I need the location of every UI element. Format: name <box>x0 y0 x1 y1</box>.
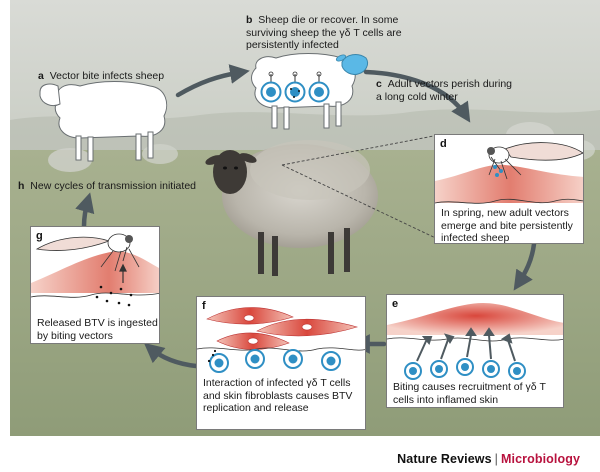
footer: Nature Reviews|Microbiology <box>0 436 600 472</box>
t-cell <box>284 71 306 103</box>
diagram-canvas: a Vector bite infects sheep b Sheep die … <box>10 0 600 436</box>
arrow-g-to-h <box>75 192 95 229</box>
arrow-a-to-b <box>175 64 250 98</box>
step-h-label: h New cycles of transmission initiated <box>18 180 196 192</box>
panel-f: f Interaction of infected γδ T cells and… <box>196 296 366 430</box>
step-b-label: b Sheep die or recover. In some survivin… <box>246 14 402 51</box>
panel-d-letter: d <box>440 138 447 150</box>
brand-separator: | <box>494 452 499 466</box>
panel-e-letter: e <box>392 298 399 310</box>
panel-e: e Biting causes recruitment of γδ T cell… <box>386 294 564 408</box>
t-cell <box>308 71 330 103</box>
panel-d-text: In spring, new adult vectors emerge and … <box>441 207 573 244</box>
step-a-label: a Vector bite infects sheep <box>38 70 165 82</box>
panel-e-text: Biting causes recruitment of γδ T cells … <box>393 381 546 406</box>
arrow-f-to-g <box>143 342 199 369</box>
panel-f-text: Interaction of infected γδ T cells and s… <box>203 377 353 414</box>
journal-section: Microbiology <box>501 452 580 466</box>
panel-g: g Released BTV is ingested by biting vec… <box>30 226 160 344</box>
arrow-b-to-c <box>363 69 471 123</box>
journal-name: Nature Reviews <box>397 452 492 466</box>
step-c-label: c Adult vectors perish during a long col… <box>376 78 513 103</box>
panel-d: d In spring, new adult vectors emerge an… <box>434 134 584 244</box>
journal-brand: Nature Reviews|Microbiology <box>397 452 580 466</box>
panel-g-letter: g <box>36 230 43 242</box>
central-sheep <box>205 140 378 276</box>
sheep-a <box>39 81 168 162</box>
panel-f-letter: f <box>202 300 206 312</box>
panel-g-text: Released BTV is ingested by biting vecto… <box>37 317 158 342</box>
sheep-b <box>251 53 369 130</box>
arrow-d-to-e <box>513 241 537 291</box>
t-cell <box>260 71 282 103</box>
